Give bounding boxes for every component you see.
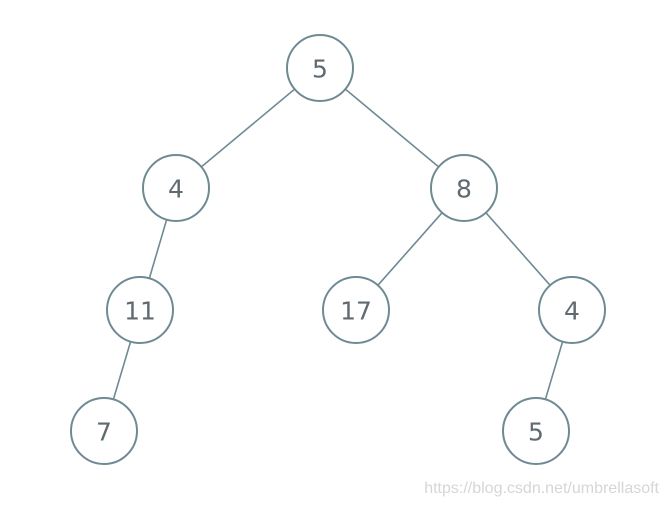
node-label: 7 [96,418,112,447]
node-label: 4 [564,297,580,326]
tree-edge-r-rl [377,212,443,286]
tree-nodes: 5 4 8 11 17 4 7 5 [70,34,606,465]
node-circle [502,397,570,465]
node-label: 8 [456,175,472,204]
tree-edges [112,88,564,400]
node-circle [538,276,606,344]
node-circle [106,276,174,344]
tree-node-root: 5 [286,34,354,102]
tree-edge-rr-rrl [544,341,564,400]
node-label: 5 [312,55,328,84]
tree-node-ll: 11 [106,276,174,344]
node-label: 17 [340,297,372,326]
watermark-url: https://blog.csdn.net/umbrellasoft [424,480,659,497]
node-label: 5 [528,418,544,447]
tree-edge-r-rr [485,212,551,286]
tree-node-rl: 17 [322,276,390,344]
tree-node-lll: 7 [70,397,138,465]
node-circle [286,34,354,102]
tree-node-rr: 4 [538,276,606,344]
node-circle [70,397,138,465]
tree-edge-root-l [200,88,296,168]
tree-edge-root-r [344,88,440,168]
node-circle [142,154,210,222]
tree-node-rrl: 5 [502,397,570,465]
tree-edge-ll-lll [112,341,132,400]
node-circle [322,276,390,344]
node-label: 4 [168,175,184,204]
node-circle [430,154,498,222]
tree-node-r: 8 [430,154,498,222]
tree-edge-l-ll [148,219,168,279]
node-label: 11 [124,297,156,326]
tree-node-l: 4 [142,154,210,222]
